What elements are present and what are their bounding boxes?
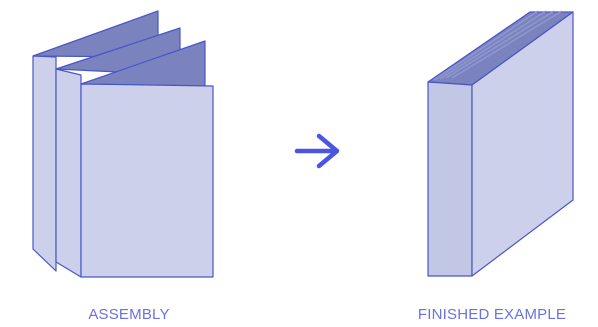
- assembly-caption: ASSEMBLY: [88, 306, 170, 323]
- folded-sheet-front: [80, 40, 214, 278]
- finished-book-illustration: [427, 10, 574, 277]
- finished-example-caption: FINISHED EXAMPLE: [417, 306, 567, 323]
- book-cover: [471, 11, 574, 277]
- assembly-illustration: [32, 10, 214, 278]
- arrow-right-icon: [294, 133, 340, 169]
- book-spine: [427, 81, 473, 277]
